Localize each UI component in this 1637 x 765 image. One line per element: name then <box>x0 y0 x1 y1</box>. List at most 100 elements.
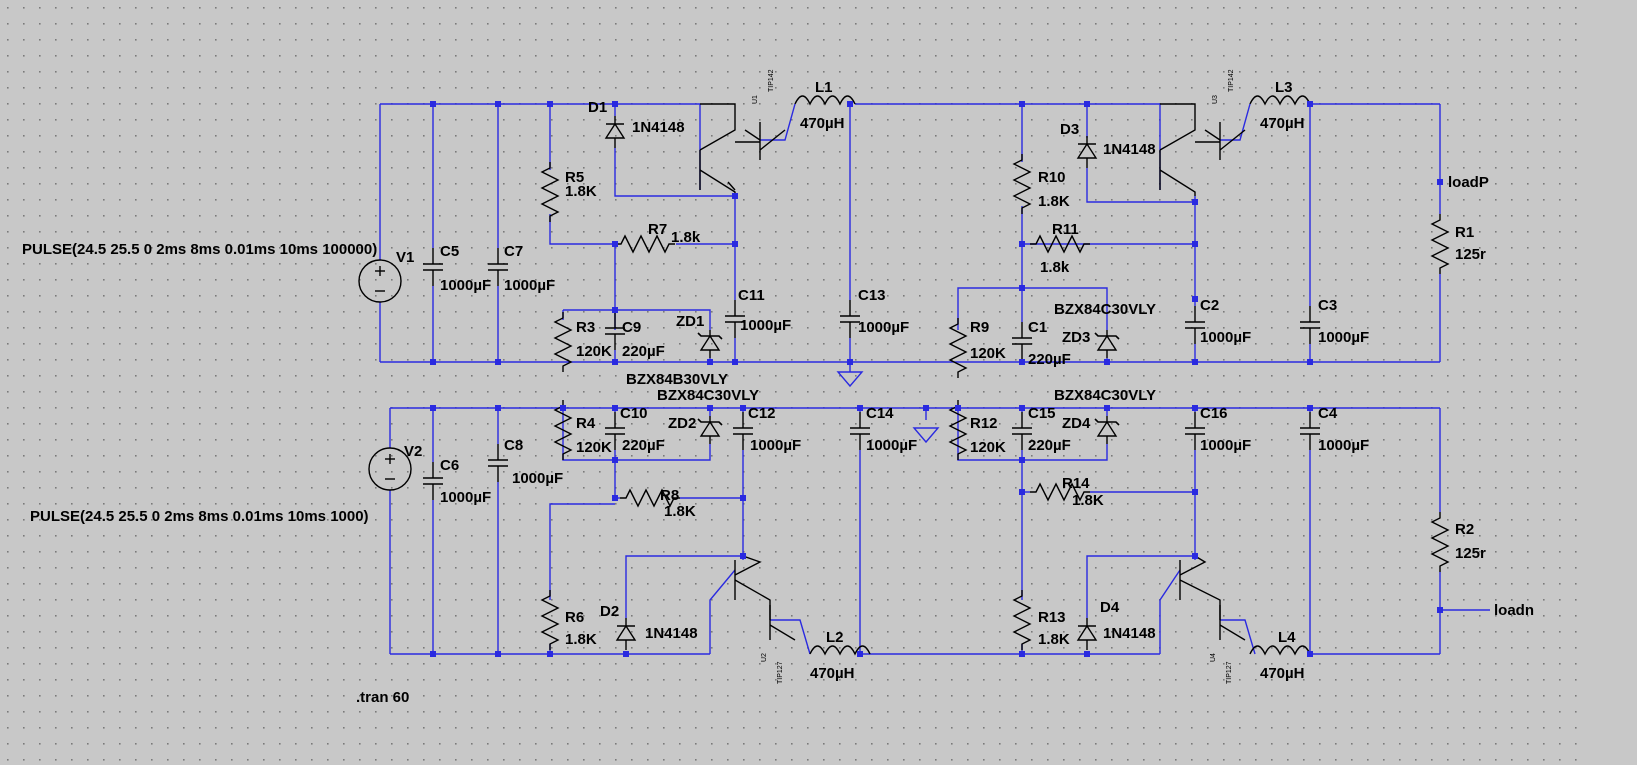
d1-label: D1 <box>588 99 607 116</box>
r3-label: R3 <box>576 319 595 336</box>
zd3-label: ZD3 <box>1062 329 1090 346</box>
c11-label: C11 <box>738 287 765 304</box>
c11-value: 1000µF <box>740 317 791 334</box>
r10-value: 1.8K <box>1038 193 1070 210</box>
r13-label: R13 <box>1038 609 1066 626</box>
r9-value: 120K <box>970 345 1006 362</box>
d2-value: 1N4148 <box>645 625 698 642</box>
ground-symbol-bottom[interactable] <box>912 427 940 444</box>
junctions <box>430 101 1443 657</box>
net-label-loadp[interactable]: loadP <box>1448 174 1489 191</box>
r13-value: 1.8K <box>1038 631 1070 648</box>
d3-value: 1N4148 <box>1103 141 1156 158</box>
r8-value: 1.8K <box>664 503 696 520</box>
c6-value: 1000µF <box>440 489 491 506</box>
r6-value: 1.8K <box>565 631 597 648</box>
r9-label: R9 <box>970 319 989 336</box>
zd2-label: ZD2 <box>668 415 696 432</box>
d4-value: 1N4148 <box>1103 625 1156 642</box>
c8-value: 1000µF <box>512 470 563 487</box>
c5-value: 1000µF <box>440 277 491 294</box>
r1-value: 125r <box>1455 246 1486 263</box>
r2-value: 125r <box>1455 545 1486 562</box>
transistor-u3[interactable] <box>1159 103 1246 196</box>
l1-value: 470µH <box>800 115 845 132</box>
c9-value: 220µF <box>622 343 665 360</box>
c2-label: C2 <box>1200 297 1219 314</box>
u4-label: U4 <box>1210 653 1217 662</box>
zd4-label: ZD4 <box>1062 415 1091 432</box>
c16-label: C16 <box>1200 405 1228 422</box>
l2-label: L2 <box>826 629 844 646</box>
c15-value: 220µF <box>1028 437 1071 454</box>
c1-label: C1 <box>1028 319 1047 336</box>
c14-value: 1000µF <box>866 437 917 454</box>
c7-label: C7 <box>504 243 523 260</box>
wires[interactable] <box>379 103 1490 655</box>
c9-label: C9 <box>622 319 641 336</box>
v1-name-label: V1 <box>396 249 414 266</box>
r14-label: R14 <box>1062 475 1090 492</box>
c8-label: C8 <box>504 437 523 454</box>
r5-value: 1.8K <box>565 183 597 200</box>
c12-label: C12 <box>748 405 776 422</box>
u3-value: TIP142 <box>1228 69 1235 92</box>
r14-value: 1.8K <box>1072 492 1104 509</box>
r11-value: 1.8k <box>1040 259 1070 276</box>
v1-pulse-label: PULSE(24.5 25.5 0 2ms 8ms 0.01ms 10ms 10… <box>22 241 377 258</box>
c2-value: 1000µF <box>1200 329 1251 346</box>
transistor-u4[interactable] <box>1179 555 1246 641</box>
tran-directive[interactable]: .tran 60 <box>356 689 409 706</box>
c5-label: C5 <box>440 243 459 260</box>
d3-label: D3 <box>1060 121 1079 138</box>
c3-label: C3 <box>1318 297 1337 314</box>
c4-label: C4 <box>1318 405 1338 422</box>
r2-label: R2 <box>1455 521 1474 538</box>
r4-label: R4 <box>576 415 596 432</box>
c13-label: C13 <box>858 287 886 304</box>
d4-label: D4 <box>1100 599 1120 616</box>
c10-label: C10 <box>620 405 648 422</box>
zd1-value: BZX84B30VLY <box>626 371 728 388</box>
net-label-loadn[interactable]: loadn <box>1494 602 1534 619</box>
c4-value: 1000µF <box>1318 437 1369 454</box>
zd2-value: BZX84C30VLY <box>657 387 759 404</box>
r12-label: R12 <box>970 415 998 432</box>
u1-value: TIP142 <box>768 69 775 92</box>
u1-label: U1 <box>752 95 759 104</box>
u2-label: U2 <box>761 653 768 662</box>
v2-name-label: V2 <box>404 443 422 460</box>
right-margin <box>1577 0 1637 765</box>
zd4-value: BZX84C30VLY <box>1054 387 1156 404</box>
c6-label: C6 <box>440 457 459 474</box>
r7-value: 1.8k <box>671 229 701 246</box>
r4-value: 120K <box>576 439 612 456</box>
r5-label: R5 <box>565 169 584 186</box>
l1-label: L1 <box>815 79 833 96</box>
r6-label: R6 <box>565 609 584 626</box>
d2-label: D2 <box>600 603 619 620</box>
r3-value: 120K <box>576 343 612 360</box>
c14-label: C14 <box>866 405 894 422</box>
c3-value: 1000µF <box>1318 329 1369 346</box>
r8-label: R8 <box>660 487 679 504</box>
l4-label: L4 <box>1278 629 1296 646</box>
l4-value: 470µH <box>1260 665 1305 682</box>
r1-label: R1 <box>1455 224 1474 241</box>
r12-value: 120K <box>970 439 1006 456</box>
transistor-u2[interactable] <box>734 555 796 641</box>
ground-symbol-top[interactable] <box>836 371 864 388</box>
r7-label: R7 <box>648 221 667 238</box>
u2-value: TIP127 <box>777 661 784 684</box>
c10-value: 220µF <box>622 437 665 454</box>
l3-value: 470µH <box>1260 115 1305 132</box>
l3-label: L3 <box>1275 79 1293 96</box>
d1-value: 1N4148 <box>632 119 685 136</box>
zd1-label: ZD1 <box>676 313 704 330</box>
c16-value: 1000µF <box>1200 437 1251 454</box>
c12-value: 1000µF <box>750 437 801 454</box>
r11-label: R11 <box>1052 221 1079 238</box>
zd3-value: BZX84C30VLY <box>1054 301 1156 318</box>
